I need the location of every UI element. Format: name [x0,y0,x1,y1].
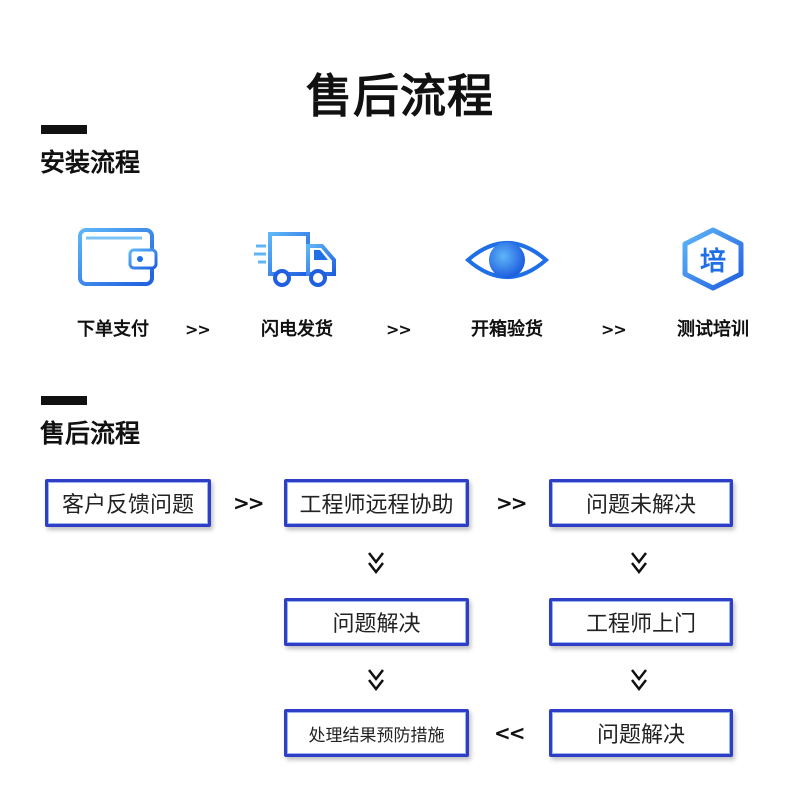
install-heading: 安装流程 [40,148,141,177]
arrow-down [631,552,647,575]
node-solved-remote: 问题解决 [284,598,469,646]
section-bar-install [41,125,87,134]
arrow-down [368,669,384,692]
step-label-inspect: 开箱验货 [471,319,543,340]
step-separator: >> [601,320,627,339]
arrow-right: >> [233,491,264,515]
node-solved-onsite: 问题解决 [549,709,733,757]
arrow-down [368,552,384,575]
section-bar-after-sales [41,396,87,405]
page-title: 售后流程 [306,69,494,123]
arrow-right: >> [496,491,527,515]
step-label-ship: 闪电发货 [261,319,333,340]
node-prevention: 处理结果预防措施 [284,709,469,757]
step-separator: >> [386,320,412,339]
node-onsite: 工程师上门 [549,598,733,646]
arrow-left: << [494,721,525,745]
training-icon-text: 培 [700,247,726,277]
node-unresolved: 问题未解决 [549,479,733,527]
step-separator: >> [185,320,211,339]
training-hexagon-icon: 培 [668,222,758,294]
eye-icon [462,222,552,294]
node-customer-feedback: 客户反馈问题 [45,479,211,527]
delivery-truck-icon [252,222,342,294]
after-sales-heading: 售后流程 [40,419,141,448]
step-label-pay: 下单支付 [77,319,149,340]
step-label-training: 测试培训 [677,319,749,340]
wallet-icon [72,222,162,294]
arrow-down [631,669,647,692]
node-remote-help: 工程师远程协助 [284,479,469,527]
